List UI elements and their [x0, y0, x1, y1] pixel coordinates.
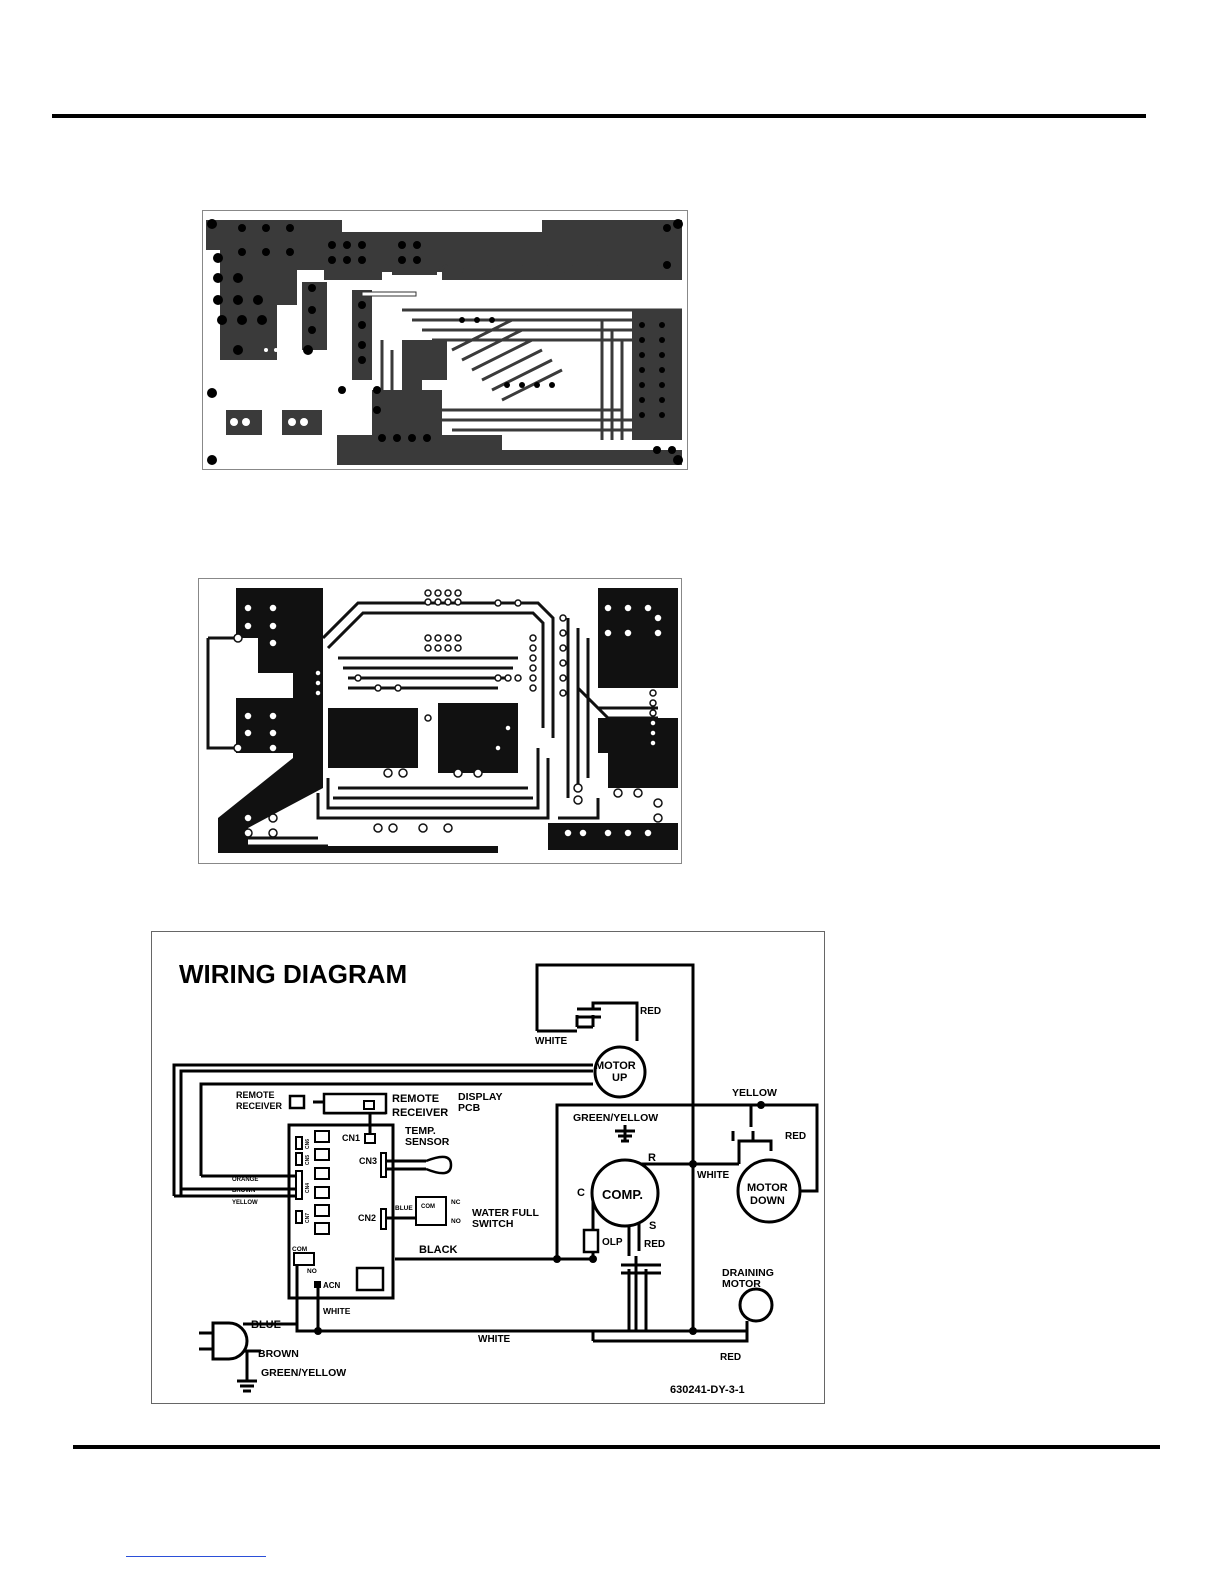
wire-white-motor-up: WHITE — [535, 1036, 568, 1047]
water-full-switch-label-2: SWITCH — [472, 1218, 513, 1230]
motor-down-symbol — [736, 1158, 802, 1224]
remote-receiver-label-1: REMOTE — [236, 1090, 275, 1100]
wire-green-yellow-plug: GREEN/YELLOW — [261, 1367, 346, 1379]
wire-red-motor-down: RED — [785, 1131, 806, 1142]
switch-no-label: NO — [451, 1218, 461, 1225]
motor-up-label-2: UP — [612, 1072, 627, 1084]
motor-down-label-1: MOTOR — [747, 1182, 788, 1194]
wire-brown-cn4: BROWN — [232, 1188, 255, 1194]
cn3-label: CN3 — [359, 1156, 377, 1166]
olp-label: OLP — [602, 1237, 623, 1248]
part-number: 630241-DY-3-1 — [670, 1384, 745, 1396]
comp-r-label: R — [648, 1152, 656, 1164]
wire-white-bottom: WHITE — [478, 1334, 511, 1345]
cn5-label: CN5 — [305, 1155, 311, 1165]
compressor-label: COMP. — [602, 1187, 643, 1202]
display-pcb-label-2: PCB — [458, 1102, 481, 1114]
draining-motor-label-1: DRAINING — [722, 1267, 774, 1279]
draining-motor-symbol — [738, 1287, 774, 1323]
draining-motor-label-2: MOTOR — [722, 1278, 761, 1290]
wire-green-yellow-comp: GREEN/YELLOW — [573, 1112, 658, 1124]
bottom-rule — [73, 1445, 1160, 1449]
remote-receiver-box — [288, 1094, 306, 1110]
temp-sensor-label-2: SENSOR — [405, 1136, 450, 1148]
remote-receiver-display-label-1: REMOTE — [392, 1093, 439, 1105]
footer-link-underline[interactable] — [126, 1556, 266, 1557]
compressor-symbol — [590, 1158, 660, 1228]
pcb-layout-top — [202, 210, 688, 470]
wire-yellow-top: YELLOW — [732, 1087, 777, 1099]
wire-blue-switch: BLUE — [395, 1205, 413, 1212]
motor-up-label-1: MOTOR — [595, 1060, 636, 1072]
remote-receiver-display-label-2: RECEIVER — [392, 1107, 448, 1119]
cn7-label: CN7 — [305, 1213, 311, 1223]
wire-blue-plug: BLUE — [251, 1319, 281, 1331]
wire-red-bottom: RED — [720, 1352, 741, 1363]
wire-red-comp-s: RED — [644, 1239, 665, 1250]
cn4-label: CN4 — [305, 1183, 311, 1193]
switch-com-label: COM — [421, 1204, 435, 1210]
cn6-label: CN6 — [305, 1139, 311, 1149]
wire-black: BLACK — [419, 1244, 458, 1256]
diagram-title: WIRING DIAGRAM — [179, 959, 407, 989]
comp-s-label: S — [649, 1220, 656, 1232]
wire-brown-plug: BROWN — [258, 1348, 299, 1360]
wire-red-motor-up: RED — [640, 1006, 661, 1017]
relay-no-label: NO — [307, 1268, 317, 1275]
wire-white-motor-down: WHITE — [697, 1170, 730, 1181]
wiring-diagram: WIRING DIAGRAM 630241-DY-3-1 MOTOR UP MO… — [151, 931, 825, 1404]
comp-c-label: C — [577, 1187, 585, 1199]
display-pcb-label-1: DISPLAY — [458, 1091, 503, 1103]
wire-orange-cn4: ORANGE — [232, 1177, 258, 1183]
acn-label: ACN — [323, 1281, 341, 1290]
motor-up-symbol — [593, 1045, 647, 1099]
wire-white-acn: WHITE — [323, 1306, 351, 1316]
temp-sensor-label-1: TEMP. — [405, 1125, 436, 1137]
switch-nc-label: NC — [451, 1199, 461, 1206]
display-pcb-box — [322, 1092, 388, 1115]
pcb-layout-bottom — [198, 578, 682, 864]
relay-com-label: COM — [292, 1246, 307, 1253]
olp-box — [582, 1228, 600, 1254]
top-rule — [52, 114, 1146, 118]
water-full-switch-label-1: WATER FULL — [472, 1207, 539, 1219]
wire-yellow-cn4: YELLOW — [232, 1200, 258, 1206]
cn1-label: CN1 — [342, 1133, 360, 1143]
cn2-label: CN2 — [358, 1213, 376, 1223]
remote-receiver-label-2: RECEIVER — [236, 1101, 283, 1111]
motor-down-label-2: DOWN — [750, 1195, 785, 1207]
